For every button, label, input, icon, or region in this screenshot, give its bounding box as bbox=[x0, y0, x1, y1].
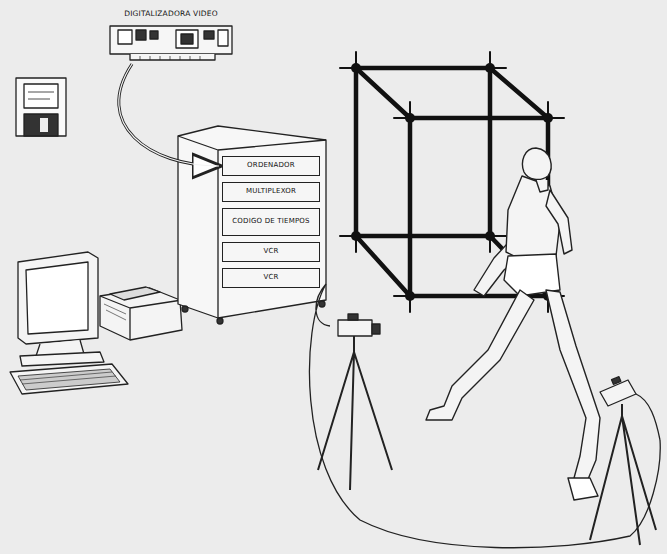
calibration-cube bbox=[340, 52, 564, 312]
component-label: DIGITALIZADORA VIDEO bbox=[104, 10, 238, 18]
video-cable bbox=[309, 284, 660, 548]
cabinet-module: VCR bbox=[222, 268, 320, 288]
video-card bbox=[110, 26, 232, 60]
keyboard bbox=[10, 364, 128, 394]
monitor bbox=[18, 252, 104, 366]
cabinet-module: VCR bbox=[222, 242, 320, 262]
module-label: MULTIPLEXOR bbox=[246, 188, 296, 196]
cabinet-module: CODIGO DE TIEMPOS bbox=[222, 208, 320, 236]
module-label: VCR bbox=[263, 248, 278, 256]
camera-tripod bbox=[590, 377, 660, 545]
curved-arrow bbox=[119, 64, 219, 166]
video-card-node: DIGITALIZADORA VIDEO bbox=[104, 10, 238, 62]
computer-cabinet bbox=[178, 126, 326, 324]
module-label: CODIGO DE TIEMPOS bbox=[232, 218, 309, 226]
arrow-fill bbox=[119, 64, 219, 166]
floppy-disk bbox=[16, 78, 66, 136]
camera-tripod bbox=[318, 314, 392, 490]
module-label: ORDENADOR bbox=[247, 162, 295, 170]
module-label: VCR bbox=[263, 274, 278, 282]
runner-figure bbox=[426, 148, 600, 500]
printer bbox=[100, 287, 182, 340]
cabinet-module: MULTIPLEXOR bbox=[222, 182, 320, 202]
cabinet-module: ORDENADOR bbox=[222, 156, 320, 176]
